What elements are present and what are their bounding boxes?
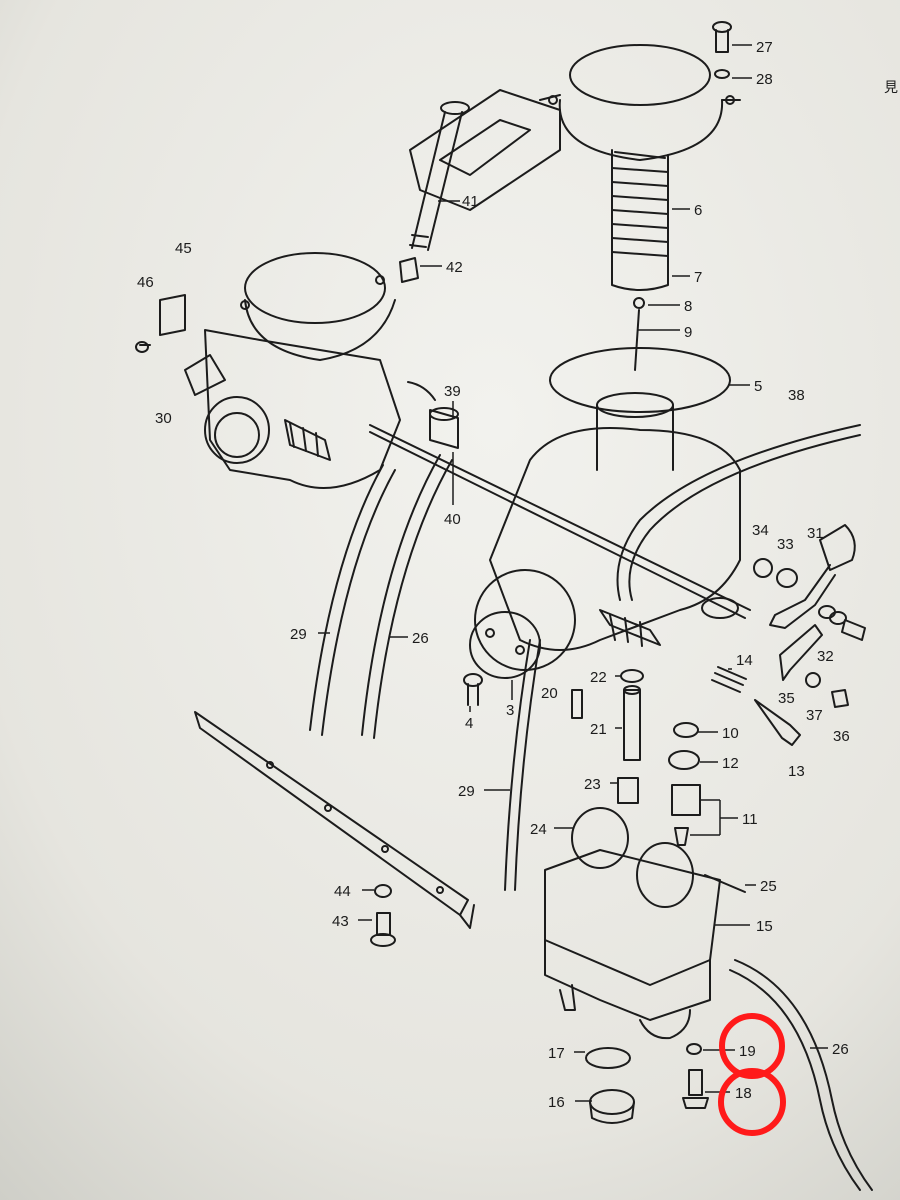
oring-17-drawing [585, 1047, 631, 1069]
screw-36-drawing [831, 689, 849, 708]
top-cap-drawing [539, 44, 741, 161]
drain-11-drawing [671, 784, 701, 816]
label-26-left: 26 [412, 630, 429, 647]
label-13: 13 [788, 763, 805, 780]
throttle-shaft-drawing [369, 424, 751, 619]
hose-29-left-drawing [309, 464, 384, 731]
part-7-drawing [611, 261, 669, 291]
label-35: 35 [778, 690, 795, 707]
label-43: 43 [332, 913, 349, 930]
label-32: 32 [817, 648, 834, 665]
label-46: 46 [137, 274, 154, 291]
hose-29-bottom-drawing [504, 639, 531, 891]
label-33: 33 [777, 536, 794, 553]
screw-4-drawing [463, 673, 483, 687]
washer-19-drawing [686, 1043, 702, 1055]
label-25: 25 [760, 878, 777, 895]
side-glyph: 見 [884, 79, 898, 95]
highlight-marks [718, 1013, 786, 1136]
label-3: 3 [506, 702, 514, 719]
label-42: 42 [446, 259, 463, 276]
bracket-35-drawing [779, 624, 823, 681]
label-18: 18 [735, 1085, 752, 1102]
part-30-drawing [184, 354, 226, 396]
jet-21-drawing [623, 689, 641, 761]
mounting-bar-drawing [194, 711, 475, 929]
label-29-left: 29 [290, 626, 307, 643]
label-38: 38 [788, 387, 805, 404]
screw-18-drawing [688, 1069, 703, 1096]
label-6: 6 [694, 202, 702, 219]
label-39: 39 [444, 383, 461, 400]
leader-lines [318, 44, 828, 1102]
label-26-right: 26 [832, 1041, 849, 1058]
label-40: 40 [444, 511, 461, 528]
label-27: 27 [756, 39, 773, 56]
label-44: 44 [334, 883, 351, 900]
label-21: 21 [590, 721, 607, 738]
label-9: 9 [684, 324, 692, 341]
screw-27-drawing [712, 21, 732, 79]
label-36: 36 [833, 728, 850, 745]
plug-39-drawing [429, 409, 459, 449]
label-28: 28 [756, 71, 773, 88]
part-10-drawing [673, 722, 699, 738]
float-24-drawing [571, 807, 629, 869]
label-24: 24 [530, 821, 547, 838]
jet-20-drawing [571, 689, 583, 719]
hose-38-drawing [616, 424, 861, 601]
label-11: 11 [742, 811, 758, 828]
left-carb-body-drawing [204, 252, 401, 489]
washer-44-drawing [374, 884, 392, 898]
spring-6-drawing [611, 149, 669, 263]
washer-12-drawing [668, 750, 700, 770]
label-34: 34 [752, 522, 769, 539]
part-number-labels: 27 28 41 6 7 8 9 5 38 45 46 42 30 39 40 … [137, 39, 850, 1111]
screw-13-drawing [754, 699, 801, 746]
label-17: 17 [548, 1045, 565, 1062]
label-8: 8 [684, 298, 692, 315]
collar-42-drawing [399, 257, 419, 283]
lever-31-drawing [753, 524, 866, 641]
gasket-plate-drawing [409, 89, 561, 211]
line-drawing [135, 21, 873, 1191]
washer-37-drawing [805, 672, 821, 688]
bracket-45-drawing [159, 294, 186, 336]
label-22: 22 [590, 669, 607, 686]
diaphragm-5-drawing [549, 347, 731, 413]
hose-26-left-drawing [361, 454, 441, 736]
label-31: 31 [807, 525, 824, 542]
highlight-circle-18 [718, 1068, 786, 1136]
spring-14-drawing [711, 666, 747, 693]
label-4: 4 [465, 715, 473, 732]
label-41: 41 [462, 193, 479, 210]
label-15: 15 [756, 918, 773, 935]
label-37: 37 [806, 707, 823, 724]
label-5: 5 [754, 378, 762, 395]
label-29-bottom: 29 [458, 783, 475, 800]
part-23-drawing [617, 777, 639, 804]
label-30: 30 [155, 410, 172, 427]
needle-9-drawing [634, 309, 640, 371]
label-7: 7 [694, 269, 702, 286]
float-bowl-15-drawing [544, 849, 721, 1040]
clip-8-drawing [633, 297, 645, 309]
hose-26-right-drawing [729, 969, 861, 1191]
label-20: 20 [541, 685, 558, 702]
label-19: 19 [739, 1043, 756, 1060]
label-10: 10 [722, 725, 739, 742]
label-12: 12 [722, 755, 739, 772]
label-16: 16 [548, 1094, 565, 1111]
label-45: 45 [175, 240, 192, 257]
rod-41-drawing [409, 101, 470, 251]
highlight-circle-19 [719, 1013, 785, 1079]
label-14: 14 [736, 652, 753, 669]
label-23: 23 [584, 776, 601, 793]
